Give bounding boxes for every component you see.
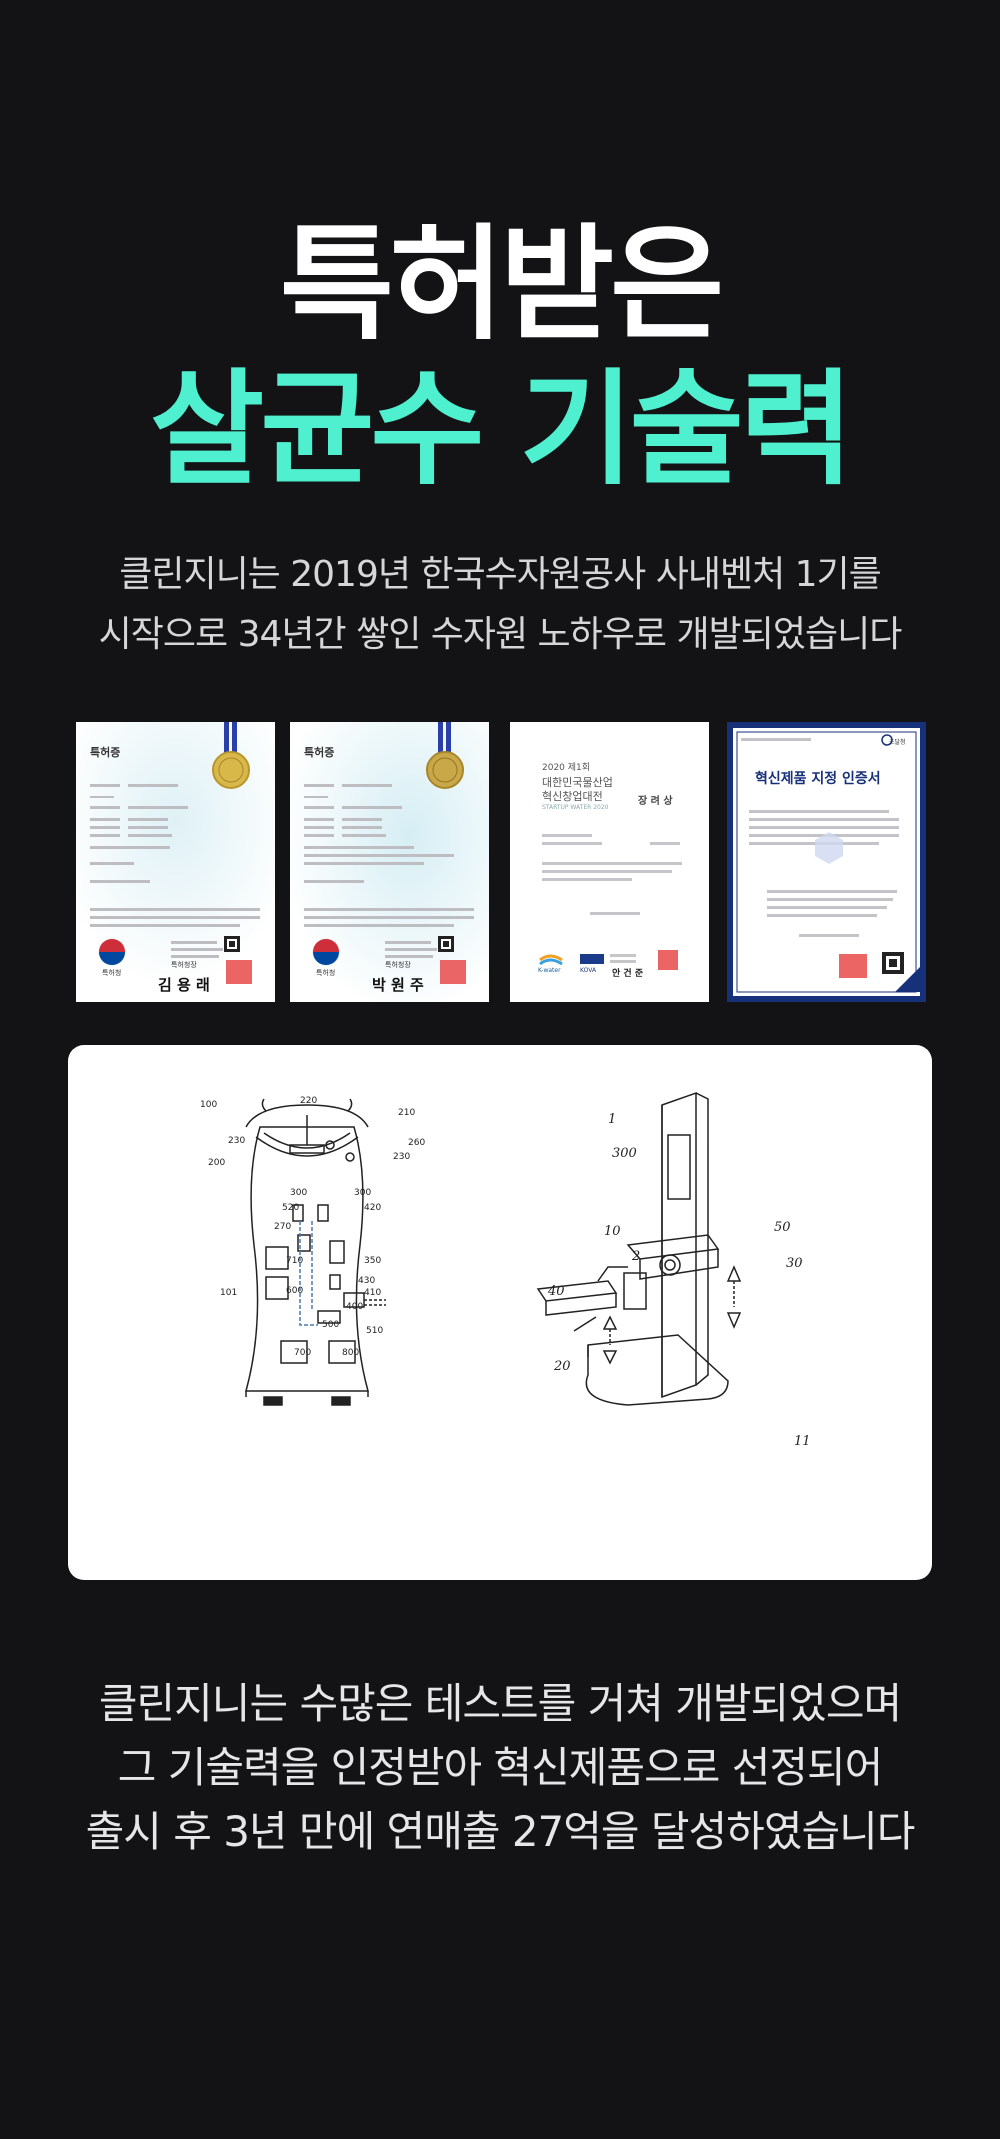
cabinet-reference-label: 430 — [358, 1276, 375, 1286]
cert1-seal-label: 특허청 — [102, 969, 122, 977]
dispenser-reference-label: 20 — [553, 1359, 571, 1374]
award-certificate: 2020 제1회 대한민국물산업 혁신창업대전 STARTUP WATER 20… — [510, 722, 709, 1002]
cabinet-reference-label: 600 — [286, 1286, 303, 1296]
dispenser-reference-label: 40 — [547, 1284, 565, 1299]
dispenser-reference-label: 50 — [774, 1220, 791, 1235]
cabinet-reference-label: 410 — [364, 1288, 381, 1298]
cabinet-reference-label: 710 — [286, 1256, 303, 1266]
award-event-line2: 혁신창업대전 — [542, 790, 603, 803]
patent-certificate-1: 특허증 특허청장 김 용 래 특허청 — [76, 722, 275, 1002]
cabinet-reference-label: 520 — [282, 1203, 299, 1213]
ministry-label: 조달청 — [889, 739, 906, 746]
patent-certificate-2: 특허증 특허청장 박 원 주 특허청 — [290, 722, 489, 1002]
award-signature: 안 건 준 — [612, 969, 644, 979]
dispenser-reference-label: 2 — [631, 1249, 640, 1264]
outro-line1: 클린지니는 수많은 테스트를 거쳐 개발되었으며 — [98, 1679, 902, 1728]
dispenser-reference-label: 1 — [608, 1112, 616, 1127]
dispenser-reference-label: 30 — [786, 1256, 803, 1271]
cabinet-reference-label: 500 — [322, 1320, 339, 1330]
cabinet-reference-label: 420 — [364, 1203, 381, 1213]
kova-logo: KOVA — [580, 967, 597, 974]
cabinet-reference-label: 220 — [300, 1096, 317, 1106]
outro-line3: 출시 후 3년 만에 연매출 27억을 달성하였습니다 — [85, 1807, 916, 1856]
dispenser-reference-label: 300 — [612, 1146, 637, 1161]
cabinet-reference-label: 350 — [364, 1256, 381, 1266]
cert1-signature: 김 용 래 — [158, 976, 210, 994]
outro-text: 클린지니는 수많은 테스트를 거쳐 개발되었으며 그 기술력을 인정받아 혁신제… — [0, 1672, 1000, 1864]
cabinet-reference-label: 260 — [408, 1138, 425, 1148]
patent-certificate-graphic — [76, 722, 275, 1002]
hero-title-line2: 살균수 기술력 — [150, 358, 854, 502]
patent-certificate-graphic — [290, 722, 489, 1002]
cabinet-reference-label: 400 — [346, 1302, 363, 1312]
innovation-product-certificate: 조달청 혁신제품 지정 인증서 — [727, 722, 926, 1002]
cabinet-reference-label: 700 — [294, 1348, 311, 1358]
cert2-footer: 특허청장 — [385, 961, 411, 969]
cabinet-reference-label: 270 — [274, 1222, 291, 1232]
innovation-certificate-graphic — [727, 722, 926, 1002]
outro-line2: 그 기술력을 인정받아 혁신제품으로 선정되어 — [117, 1743, 884, 1792]
cert1-footer: 특허청장 — [171, 961, 197, 969]
intro-line1: 클린지니는 2019년 한국수자원공사 사내벤처 1기를 — [119, 554, 882, 595]
cabinet-reference-label: 800 — [342, 1348, 359, 1358]
dispenser-reference-label: 10 — [604, 1224, 621, 1239]
award-event-en: STARTUP WATER 2020 — [542, 804, 609, 811]
intro-line2: 시작으로 34년간 쌓인 수자원 노하우로 개발되었습니다 — [98, 614, 903, 655]
cert2-signature: 박 원 주 — [372, 976, 424, 994]
cabinet-reference-label: 200 — [208, 1158, 225, 1168]
cabinet-reference-label: 300 — [290, 1188, 307, 1198]
cabinet-reference-label: 100 — [200, 1100, 217, 1110]
award-certificate-graphic — [510, 722, 709, 1002]
cert1-heading: 특허증 — [90, 746, 121, 759]
cert2-heading: 특허증 — [304, 746, 335, 759]
cabinet-reference-label: 300 — [354, 1188, 371, 1198]
cabinet-reference-label: 210 — [398, 1108, 415, 1118]
certificate-gallery: 특허증 특허청장 김 용 래 특허청 — [76, 722, 926, 1002]
innovation-cert-heading: 혁신제품 지정 인증서 — [755, 771, 881, 787]
hero-title-line1: 특허받은 — [279, 213, 724, 357]
intro-text: 클린지니는 2019년 한국수자원공사 사내벤처 1기를 시작으로 34년간 쌓… — [0, 545, 1000, 665]
cabinet-reference-label: 510 — [366, 1326, 383, 1336]
cabinet-reference-label: 230 — [393, 1152, 410, 1162]
cabinet-reference-label: 230 — [228, 1136, 245, 1146]
cert2-seal-label: 특허청 — [316, 969, 336, 977]
dispenser-illustration — [536, 1091, 742, 1406]
award-event-line1: 대한민국물산업 — [542, 776, 613, 789]
cabinet-reference-label: 101 — [220, 1288, 237, 1298]
award-year: 2020 제1회 — [542, 763, 591, 773]
kwater-logo: K-water — [538, 967, 561, 974]
dispenser-reference-label: 11 — [794, 1434, 811, 1449]
award-title: 장 려 상 — [638, 796, 673, 807]
cabinet-schematic — [245, 1098, 386, 1406]
